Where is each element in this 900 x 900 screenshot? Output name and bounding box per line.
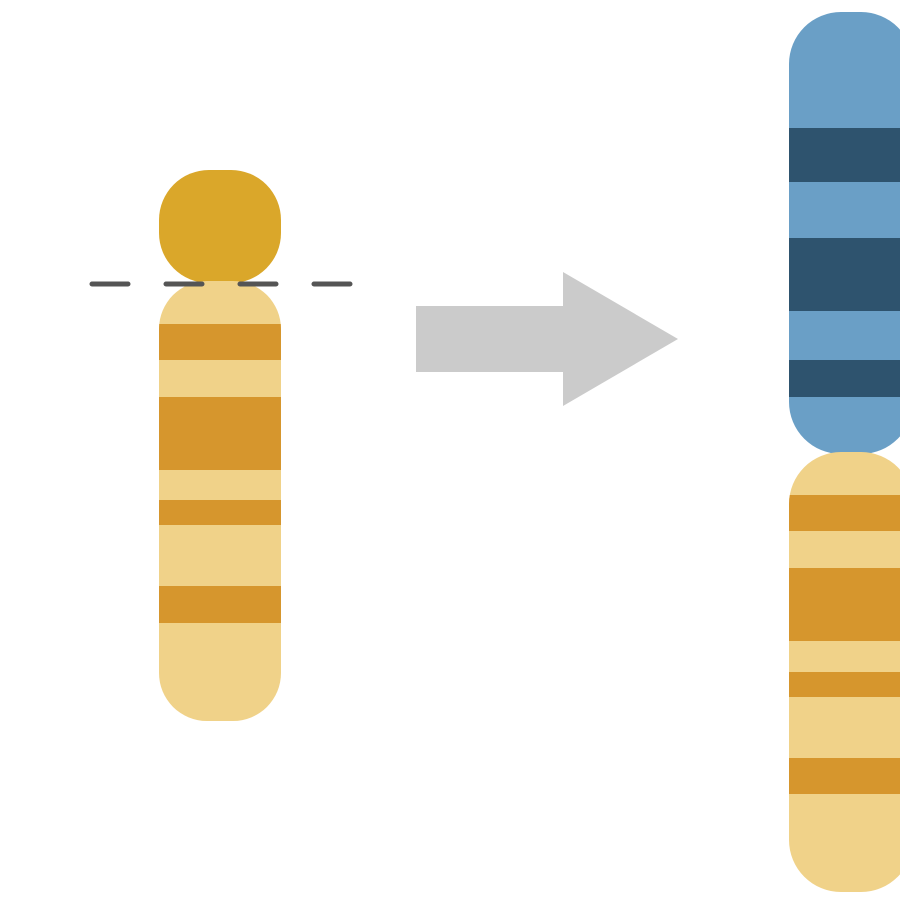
original-chromosome-cap bbox=[159, 170, 281, 283]
band bbox=[789, 758, 900, 794]
original-chromosome bbox=[159, 170, 281, 721]
band bbox=[789, 238, 900, 311]
band bbox=[159, 397, 281, 470]
band bbox=[789, 672, 900, 697]
band bbox=[789, 568, 900, 641]
original-arm bbox=[789, 452, 900, 892]
band bbox=[789, 360, 900, 397]
original-chromosome-body bbox=[159, 281, 281, 721]
band bbox=[789, 495, 900, 531]
resulting-chromosome bbox=[789, 12, 900, 892]
translocated-arm bbox=[789, 12, 900, 454]
band bbox=[789, 128, 900, 182]
right-arrow-icon bbox=[416, 272, 678, 406]
band bbox=[159, 586, 281, 623]
band bbox=[159, 500, 281, 525]
band bbox=[159, 324, 281, 360]
